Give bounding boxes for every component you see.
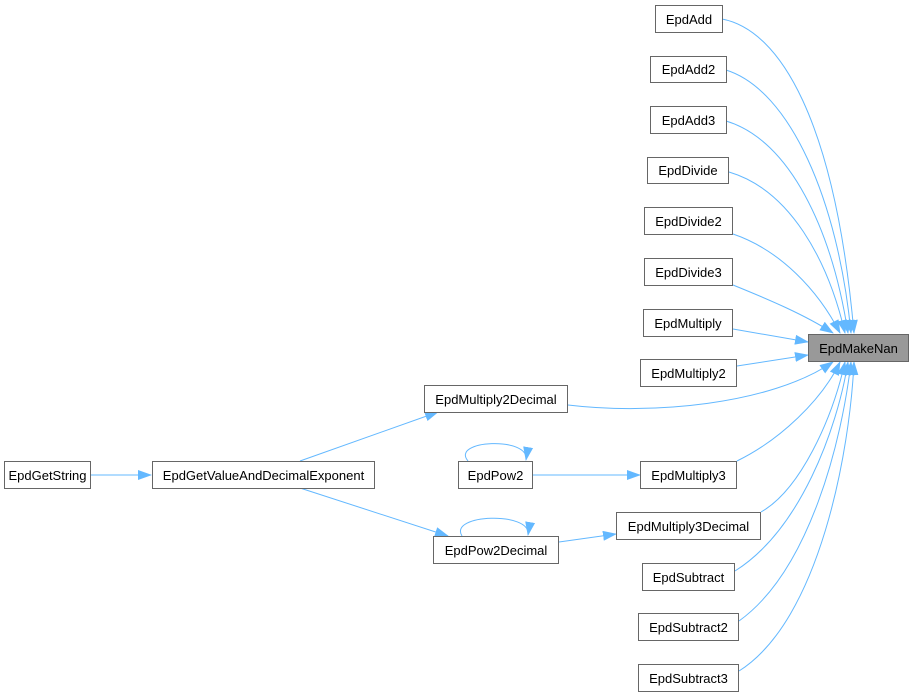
node-epddivide3[interactable]: EpdDivide3 xyxy=(644,258,733,286)
node-epdmultiply3[interactable]: EpdMultiply3 xyxy=(640,461,737,489)
node-epdpow2[interactable]: EpdPow2 xyxy=(458,461,533,489)
node-epdadd[interactable]: EpdAdd xyxy=(655,5,723,33)
edge-getvalue-to-pow2decimal xyxy=(299,487,449,537)
node-epdsubtract[interactable]: EpdSubtract xyxy=(642,563,735,591)
edge-getvalue-to-multiply2decimal xyxy=(299,411,439,462)
node-epdadd3[interactable]: EpdAdd3 xyxy=(650,106,727,134)
node-epdmultiply3decimal[interactable]: EpdMultiply3Decimal xyxy=(616,512,761,540)
edge-multiply2-to-makenan xyxy=(736,352,809,367)
node-epdmultiply2[interactable]: EpdMultiply2 xyxy=(640,359,737,387)
edge-multiply2decimal-to-makenan xyxy=(567,361,834,410)
node-epdpow2decimal[interactable]: EpdPow2Decimal xyxy=(433,536,559,564)
node-epdadd2[interactable]: EpdAdd2 xyxy=(650,56,727,83)
edge-multiply-to-makenan xyxy=(732,328,809,345)
edge-pow2decimal-to-multiply3decimal xyxy=(558,530,617,543)
node-epdmakenan: EpdMakeNan xyxy=(808,334,909,362)
node-epdmultiply2decimal[interactable]: EpdMultiply2Decimal xyxy=(424,385,568,413)
node-epdgetstring[interactable]: EpdGetString xyxy=(4,461,91,489)
node-epddivide[interactable]: EpdDivide xyxy=(647,157,729,184)
edge-add3-to-makenan xyxy=(725,120,851,334)
edge-divide2-to-makenan xyxy=(732,233,841,334)
edge-pow2decimal-self-loop xyxy=(459,517,536,537)
node-epddivide2[interactable]: EpdDivide2 xyxy=(644,207,733,235)
node-epdsubtract3[interactable]: EpdSubtract3 xyxy=(638,664,739,692)
edge-multiply3decimal-to-makenan xyxy=(760,361,848,513)
node-epdsubtract2[interactable]: EpdSubtract2 xyxy=(638,613,739,641)
edge-pow2-self-loop xyxy=(464,443,534,462)
edge-divide3-to-makenan xyxy=(732,284,834,334)
edge-add-to-makenan xyxy=(721,18,858,334)
edge-subtract-to-makenan xyxy=(734,361,851,572)
edge-add2-to-makenan xyxy=(725,69,855,334)
edge-divide-to-makenan xyxy=(728,171,847,334)
edge-multiply3-to-makenan xyxy=(736,361,841,462)
edge-subtract2-to-makenan xyxy=(738,361,855,622)
node-epdgetvalueanddecimalexponent[interactable]: EpdGetValueAndDecimalExponent xyxy=(152,461,375,489)
edge-subtract3-to-makenan xyxy=(738,361,859,672)
node-epdmultiply[interactable]: EpdMultiply xyxy=(643,309,733,337)
